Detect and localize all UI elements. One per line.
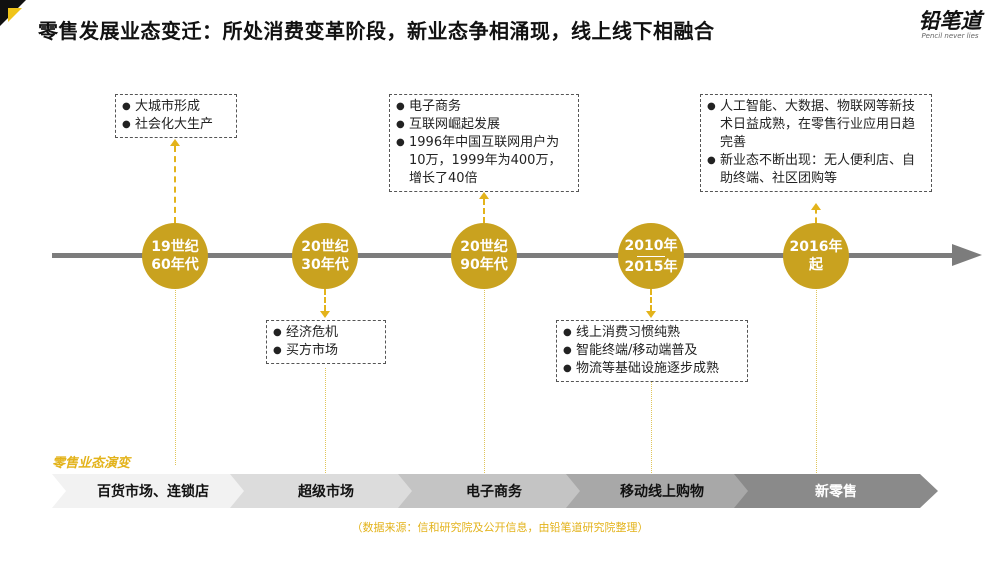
note-item: 线上消费习惯纯熟 bbox=[563, 324, 741, 342]
guide-line bbox=[175, 290, 176, 465]
connector-arrow-up bbox=[170, 139, 180, 146]
stage-label: 新零售 bbox=[815, 484, 857, 500]
node-label: 30年代 bbox=[301, 257, 349, 273]
note-item: 智能终端/移动端普及 bbox=[563, 342, 741, 360]
note-item: 互联网崛起发展 bbox=[396, 116, 572, 134]
note-item: 社会化大生产 bbox=[122, 116, 230, 134]
note-item: 物流等基础设施逐步成熟 bbox=[563, 360, 741, 378]
guide-line bbox=[325, 368, 326, 473]
note-item: 经济危机 bbox=[273, 324, 379, 342]
note-box-4: 线上消费习惯纯熟 智能终端/移动端普及 物流等基础设施逐步成熟 bbox=[556, 320, 748, 382]
connector-dash bbox=[815, 208, 817, 223]
timeline-node-2: 20世纪 30年代 bbox=[292, 223, 358, 289]
logo-text: 铅笔道 bbox=[918, 8, 982, 33]
node-label: 20世纪 bbox=[460, 239, 508, 255]
connector-dash bbox=[174, 146, 176, 223]
node-label: 起 bbox=[809, 257, 823, 273]
note-box-1: 大城市形成 社会化大生产 bbox=[115, 94, 237, 138]
stage-label: 超级市场 bbox=[298, 484, 354, 500]
note-item: 人工智能、大数据、物联网等新技术日益成熟，在零售行业应用日趋完善 bbox=[707, 98, 925, 152]
connector-arrow-up bbox=[479, 192, 489, 199]
node-label: 20世纪 bbox=[301, 239, 349, 255]
timeline-node-3: 20世纪 90年代 bbox=[451, 223, 517, 289]
connector-arrow-down bbox=[320, 311, 330, 318]
connector-dash bbox=[483, 199, 485, 223]
connector-dash bbox=[650, 289, 652, 311]
note-box-5: 人工智能、大数据、物联网等新技术日益成熟，在零售行业应用日趋完善 新业态不断出现… bbox=[700, 94, 932, 192]
page-title: 零售发展业态变迁：所处消费变革阶段，新业态争相涌现，线上线下相融合 bbox=[38, 19, 715, 43]
stage-label: 电子商务 bbox=[466, 484, 522, 500]
stage-chevron-5: 新零售 bbox=[734, 474, 938, 508]
note-box-3: 电子商务 互联网崛起发展 1996年中国互联网用户为10万，1999年为400万… bbox=[389, 94, 579, 192]
node-label: 19世纪 bbox=[151, 239, 199, 255]
guide-line bbox=[484, 290, 485, 473]
note-box-2: 经济危机 买方市场 bbox=[266, 320, 386, 364]
guide-line bbox=[816, 290, 817, 473]
stage-label: 百货市场、连锁店 bbox=[97, 484, 209, 500]
node-label: 90年代 bbox=[460, 257, 508, 273]
brand-logo: 铅笔道 Pencil never lies bbox=[912, 10, 988, 44]
guide-line bbox=[651, 380, 652, 473]
timeline-node-5: 2016年 起 bbox=[783, 223, 849, 289]
connector-arrow-down bbox=[646, 311, 656, 318]
data-source-note: （数据来源：信和研究院及公开信息，由铅笔道研究院整理） bbox=[351, 521, 649, 534]
stage-chevron-2: 超级市场 bbox=[230, 474, 422, 508]
logo-tagline: Pencil never lies bbox=[921, 32, 979, 40]
corner-accent-yellow bbox=[8, 8, 22, 22]
node-label: 2015年 bbox=[624, 258, 678, 275]
timeline-arrowhead bbox=[952, 244, 982, 266]
evolution-label: 零售业态演变 bbox=[52, 456, 131, 471]
note-item: 买方市场 bbox=[273, 342, 379, 360]
node-label: 2016年 bbox=[789, 239, 843, 255]
connector-arrow-up bbox=[811, 203, 821, 210]
node-separator bbox=[637, 255, 665, 257]
note-item: 电子商务 bbox=[396, 98, 572, 116]
note-item: 1996年中国互联网用户为10万，1999年为400万，增长了40倍 bbox=[396, 134, 572, 188]
connector-dash bbox=[324, 289, 326, 311]
stage-chevron-4: 移动线上购物 bbox=[566, 474, 758, 508]
timeline-node-1: 19世纪 60年代 bbox=[142, 223, 208, 289]
stage-chevron-1: 百货市场、连锁店 bbox=[52, 474, 254, 508]
stage-label: 移动线上购物 bbox=[620, 484, 704, 500]
timeline-node-4: 2010年 2015年 bbox=[618, 223, 684, 289]
node-label: 2010年 bbox=[624, 237, 678, 254]
note-item: 大城市形成 bbox=[122, 98, 230, 116]
stage-chevron-3: 电子商务 bbox=[398, 474, 590, 508]
node-label: 60年代 bbox=[151, 257, 199, 273]
note-item: 新业态不断出现：无人便利店、自助终端、社区团购等 bbox=[707, 152, 925, 188]
